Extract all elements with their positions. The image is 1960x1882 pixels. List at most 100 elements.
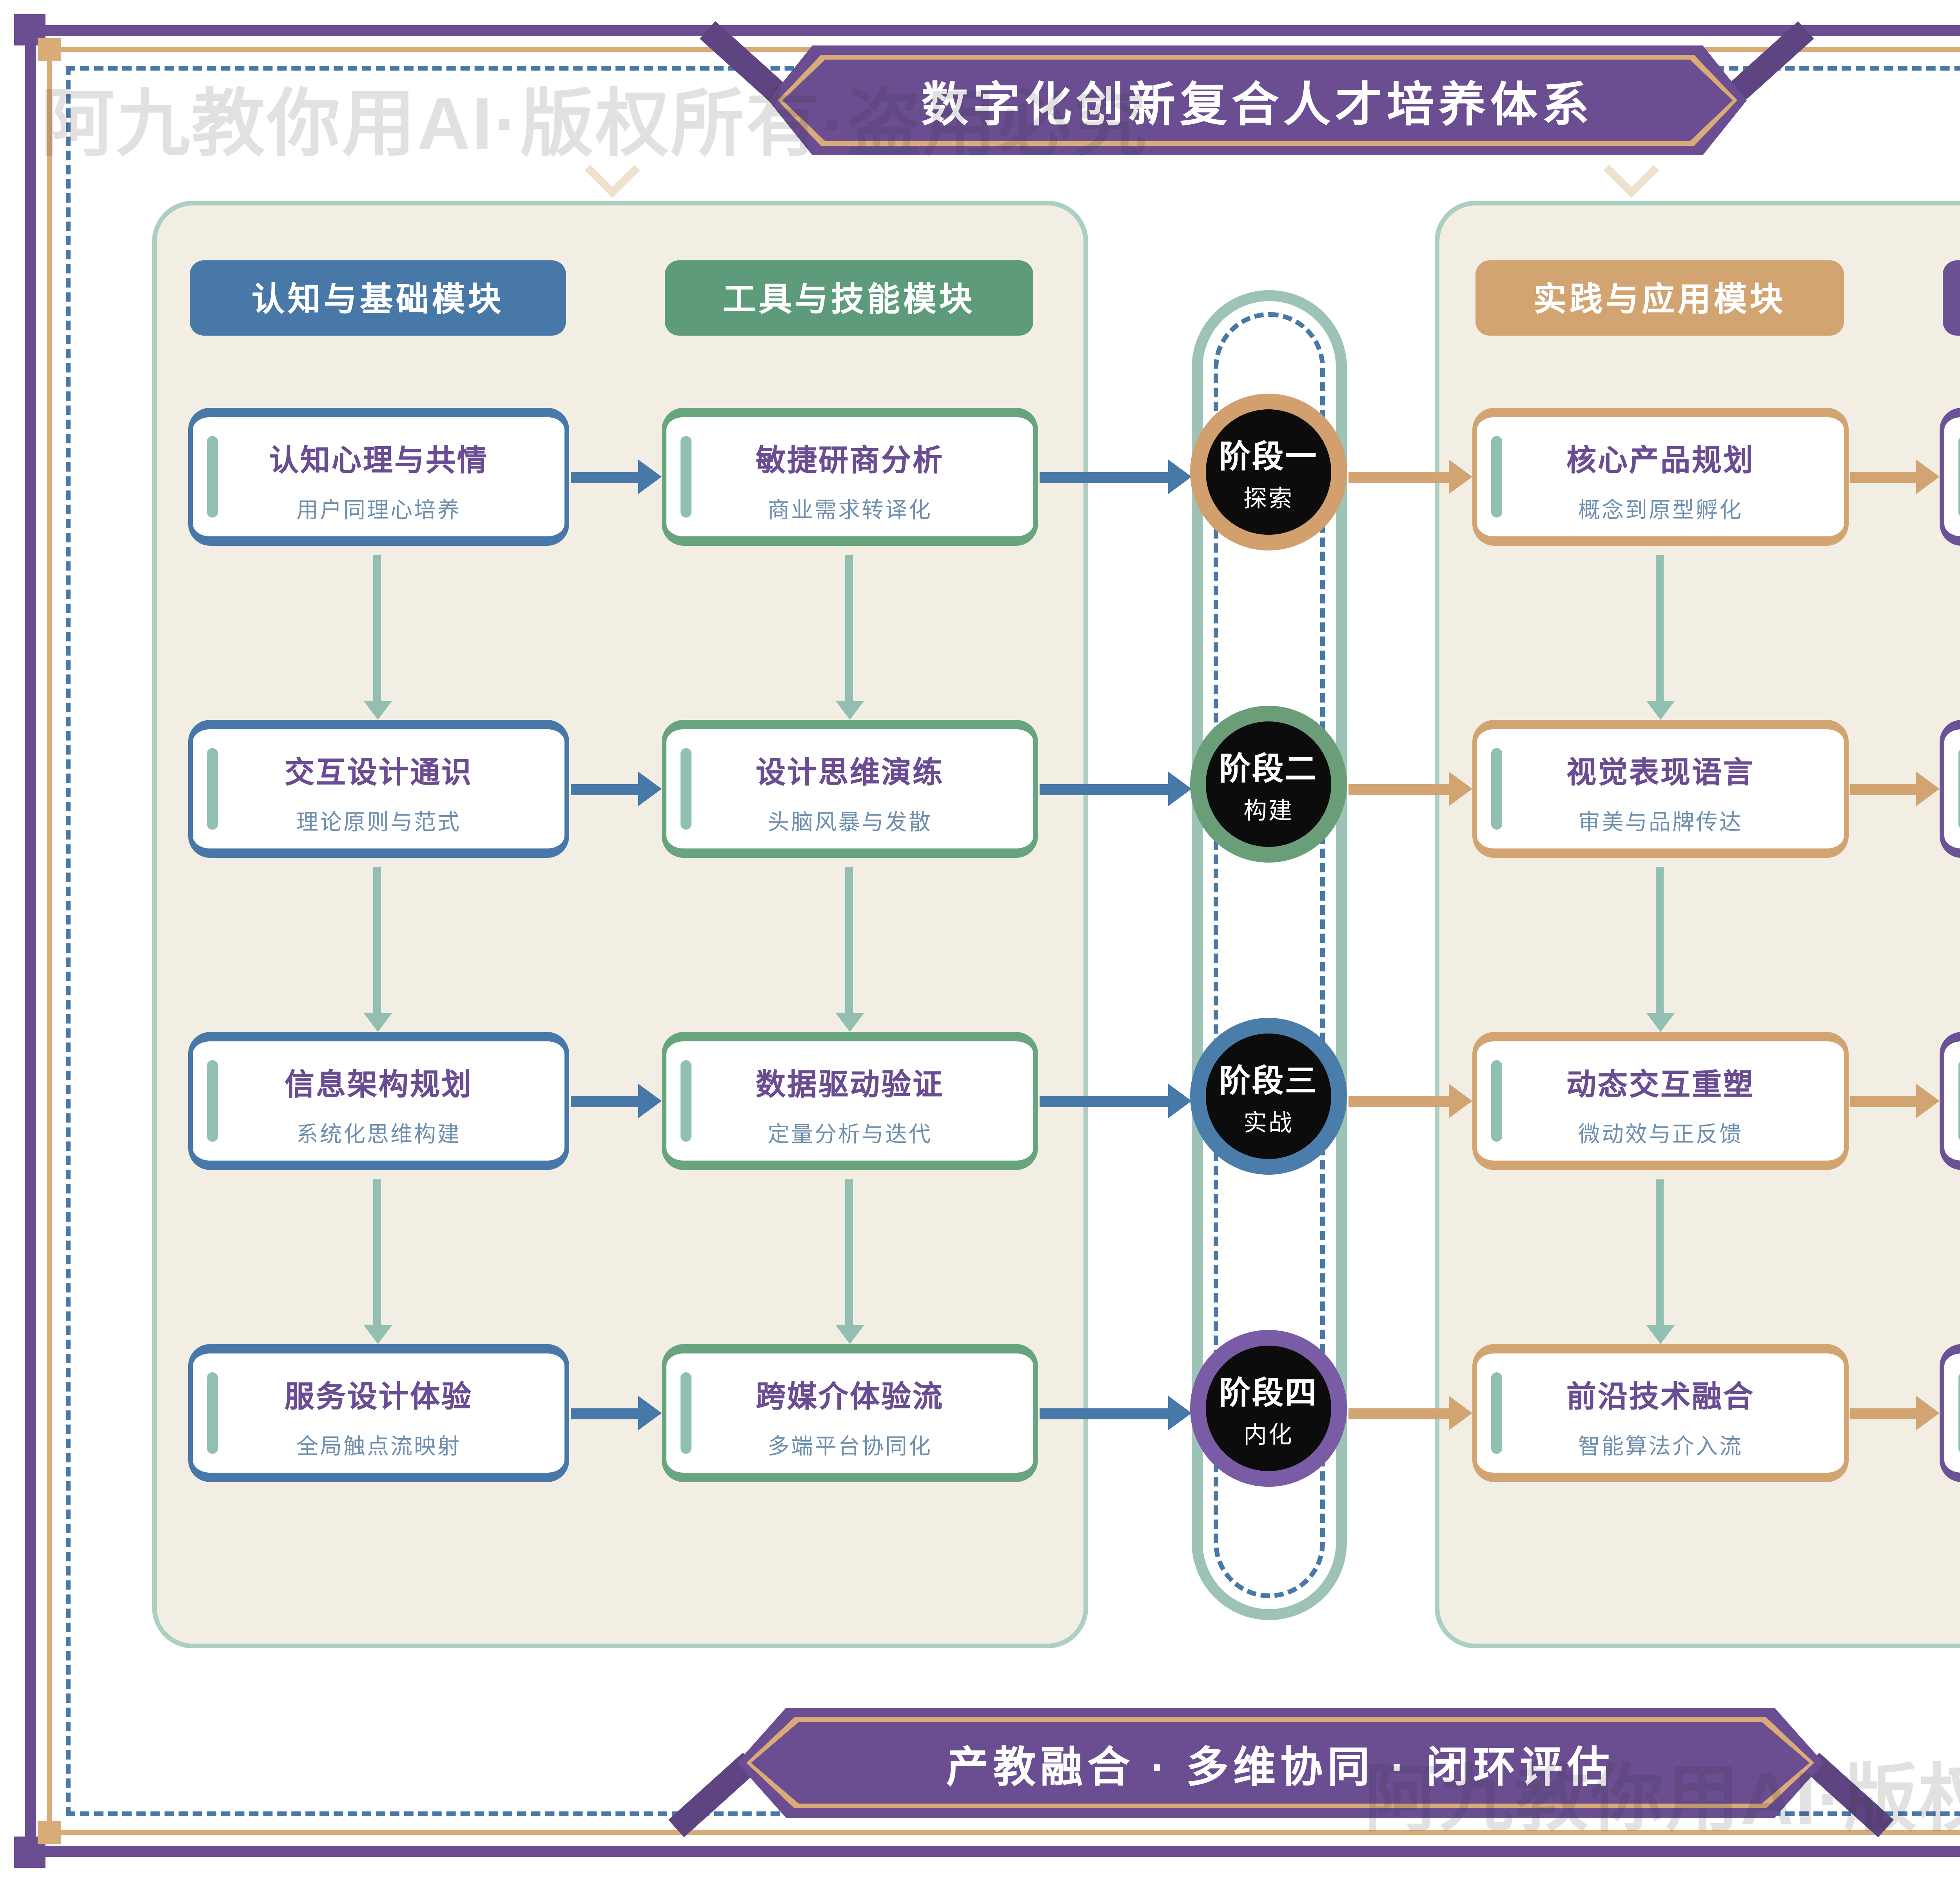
card-accent-bar-icon (1491, 436, 1502, 518)
card-accent-bar-icon (1491, 1372, 1502, 1454)
card-subtitle: 全局触点流映射 (296, 1433, 461, 1459)
footer-banner: 产教融合 · 多维协同 · 闭环评估 (737, 1708, 1824, 1818)
course-card: 交互设计通识 理论原则与范式 (188, 720, 569, 858)
title-banner: 数字化创新复合人才培养体系 (768, 45, 1747, 155)
footer-slogan: 产教融合 · 多维协同 · 闭环评估 (946, 1743, 1614, 1790)
watermark-text: 阿九教你用AI·版权所有·盗用必究 (41, 82, 1149, 165)
stage-sublabel: 探索 (1243, 485, 1294, 512)
banner-inner (751, 1722, 1809, 1804)
right-arrow-icon (1850, 1084, 1940, 1118)
module-header-tools: 工具与技能模块 (665, 260, 1033, 336)
card-title: 敏捷研商分析 (755, 445, 944, 478)
right-arrow-icon (1348, 1084, 1472, 1118)
stage-label: 阶段四 (1219, 1376, 1318, 1411)
card-subtitle: 商业化转化效能 (1944, 1118, 1960, 1150)
card-accent-bar-icon (1958, 436, 1960, 518)
card-title: 信息架构规划 (284, 1070, 473, 1103)
module-header-values: 价值与素养模块 (1943, 260, 1960, 336)
course-card: 敏捷项目统筹 跨部门综合协作 (1940, 408, 1960, 546)
course-card: 视觉表现语言 审美与品牌传达 (1472, 720, 1849, 858)
card-accent-bar-icon (681, 1372, 691, 1454)
course-card: 认知心理与共情 用户同理心培养 (188, 408, 569, 546)
card-title: 视觉表现语言 (1566, 758, 1755, 790)
watermark-text: 阿九教你用AI·版权所有·盗用必究 (1364, 1757, 1960, 1840)
card-subtitle: 定量分析与迭代 (768, 1121, 932, 1146)
right-arrow-icon (1850, 460, 1940, 494)
card-subtitle: 头脑风暴与发散 (768, 809, 932, 834)
right-arrow-icon (571, 460, 662, 494)
course-card: 核心产品规划 概念到原型孵化 (1472, 408, 1849, 546)
card-subtitle: 自驱与反思复盘 (1944, 1430, 1960, 1462)
right-arrow-icon (1850, 1396, 1940, 1430)
stage-sublabel: 构建 (1243, 797, 1294, 824)
card-accent-bar-icon (1958, 1060, 1960, 1142)
right-arrow-icon (1348, 460, 1472, 494)
outer-purple-border (25, 25, 1960, 1857)
card-subtitle: 系统化思维构建 (296, 1121, 461, 1146)
module-header-cognition: 认知与基础模块 (190, 260, 566, 336)
right-arrow-icon (571, 772, 662, 806)
card-accent-bar-icon (207, 1372, 218, 1454)
card-accent-bar-icon (207, 1060, 218, 1142)
card-accent-bar-icon (1958, 1372, 1960, 1454)
card-accent-bar-icon (681, 1060, 691, 1142)
card-title: 动态交互重塑 (1566, 1070, 1755, 1103)
course-card: 信息架构规划 系统化思维构建 (188, 1032, 569, 1170)
card-title: 设计思维演练 (755, 758, 944, 790)
stage-circle-1: 阶段一 探索 (1190, 394, 1347, 550)
down-arrow-icon (836, 867, 864, 1032)
right-arrow-icon (1348, 1396, 1472, 1430)
right-arrow-icon (1040, 1396, 1192, 1430)
course-card: 服务设计体验 全局触点流映射 (188, 1344, 569, 1482)
course-card: 终身成长模型 自驱与反思复盘 (1940, 1344, 1960, 1482)
card-accent-bar-icon (1491, 748, 1502, 830)
right-arrow-icon (571, 1396, 662, 1430)
card-title: 服务设计体验 (284, 1382, 473, 1415)
course-card: 设计思维演练 头脑风暴与发散 (662, 720, 1038, 858)
course-card: 动态交互重塑 微动效与正反馈 (1472, 1032, 1849, 1170)
card-subtitle: 跨部门综合协作 (1944, 494, 1960, 525)
card-accent-bar-icon (1958, 748, 1960, 830)
course-card: 敏捷研商分析 商业需求转译化 (662, 408, 1038, 546)
down-arrow-icon (1646, 867, 1675, 1032)
right-arrow-icon (1040, 460, 1192, 494)
card-subtitle: 包容性设计原则 (1944, 806, 1960, 837)
right-arrow-icon (1348, 772, 1472, 806)
stage-sublabel: 实战 (1243, 1110, 1294, 1136)
module-header-practice: 实践与应用模块 (1475, 260, 1844, 336)
right-arrow-icon (1040, 772, 1192, 806)
card-title: 交互设计通识 (284, 758, 473, 790)
right-arrow-icon (571, 1084, 662, 1118)
card-title: 核心产品规划 (1566, 445, 1755, 478)
corner-square-icon (38, 1821, 61, 1844)
down-arrow-icon (836, 1179, 864, 1344)
stage-circle-3: 阶段三 实战 (1190, 1018, 1347, 1175)
down-arrow-icon (836, 555, 864, 720)
right-arrow-icon (1040, 1084, 1192, 1118)
card-subtitle: 商业需求转译化 (768, 497, 932, 522)
card-accent-bar-icon (681, 748, 691, 830)
card-subtitle: 用户同理心培养 (296, 497, 461, 522)
card-title: 前沿技术融合 (1566, 1382, 1755, 1415)
course-card: 前沿技术融合 智能算法介入流 (1472, 1344, 1849, 1482)
stage-sublabel: 内化 (1243, 1422, 1294, 1448)
down-arrow-icon (1646, 555, 1675, 720)
course-card: 跨媒介体验流 多端平台协同化 (662, 1344, 1038, 1482)
down-arrow-icon (364, 1179, 392, 1344)
stage-label: 阶段三 (1219, 1064, 1318, 1099)
banner-inner (782, 60, 1733, 141)
card-subtitle: 多端平台协同化 (768, 1433, 932, 1459)
card-subtitle: 审美与品牌传达 (1578, 809, 1743, 834)
stage-label: 阶段二 (1219, 752, 1318, 787)
card-title: 数据驱动验证 (755, 1070, 944, 1103)
card-accent-bar-icon (681, 436, 691, 518)
card-title: 跨媒介体验流 (755, 1382, 944, 1415)
stage-circle-4: 阶段四 内化 (1190, 1330, 1347, 1487)
down-arrow-icon (1646, 1179, 1675, 1344)
right-arrow-icon (1850, 772, 1940, 806)
card-subtitle: 概念到原型孵化 (1578, 497, 1743, 522)
card-subtitle: 智能算法介入流 (1578, 1433, 1743, 1459)
stage-circle-2: 阶段二 构建 (1190, 706, 1347, 863)
stage-track-dashed-outline (1214, 312, 1325, 1598)
